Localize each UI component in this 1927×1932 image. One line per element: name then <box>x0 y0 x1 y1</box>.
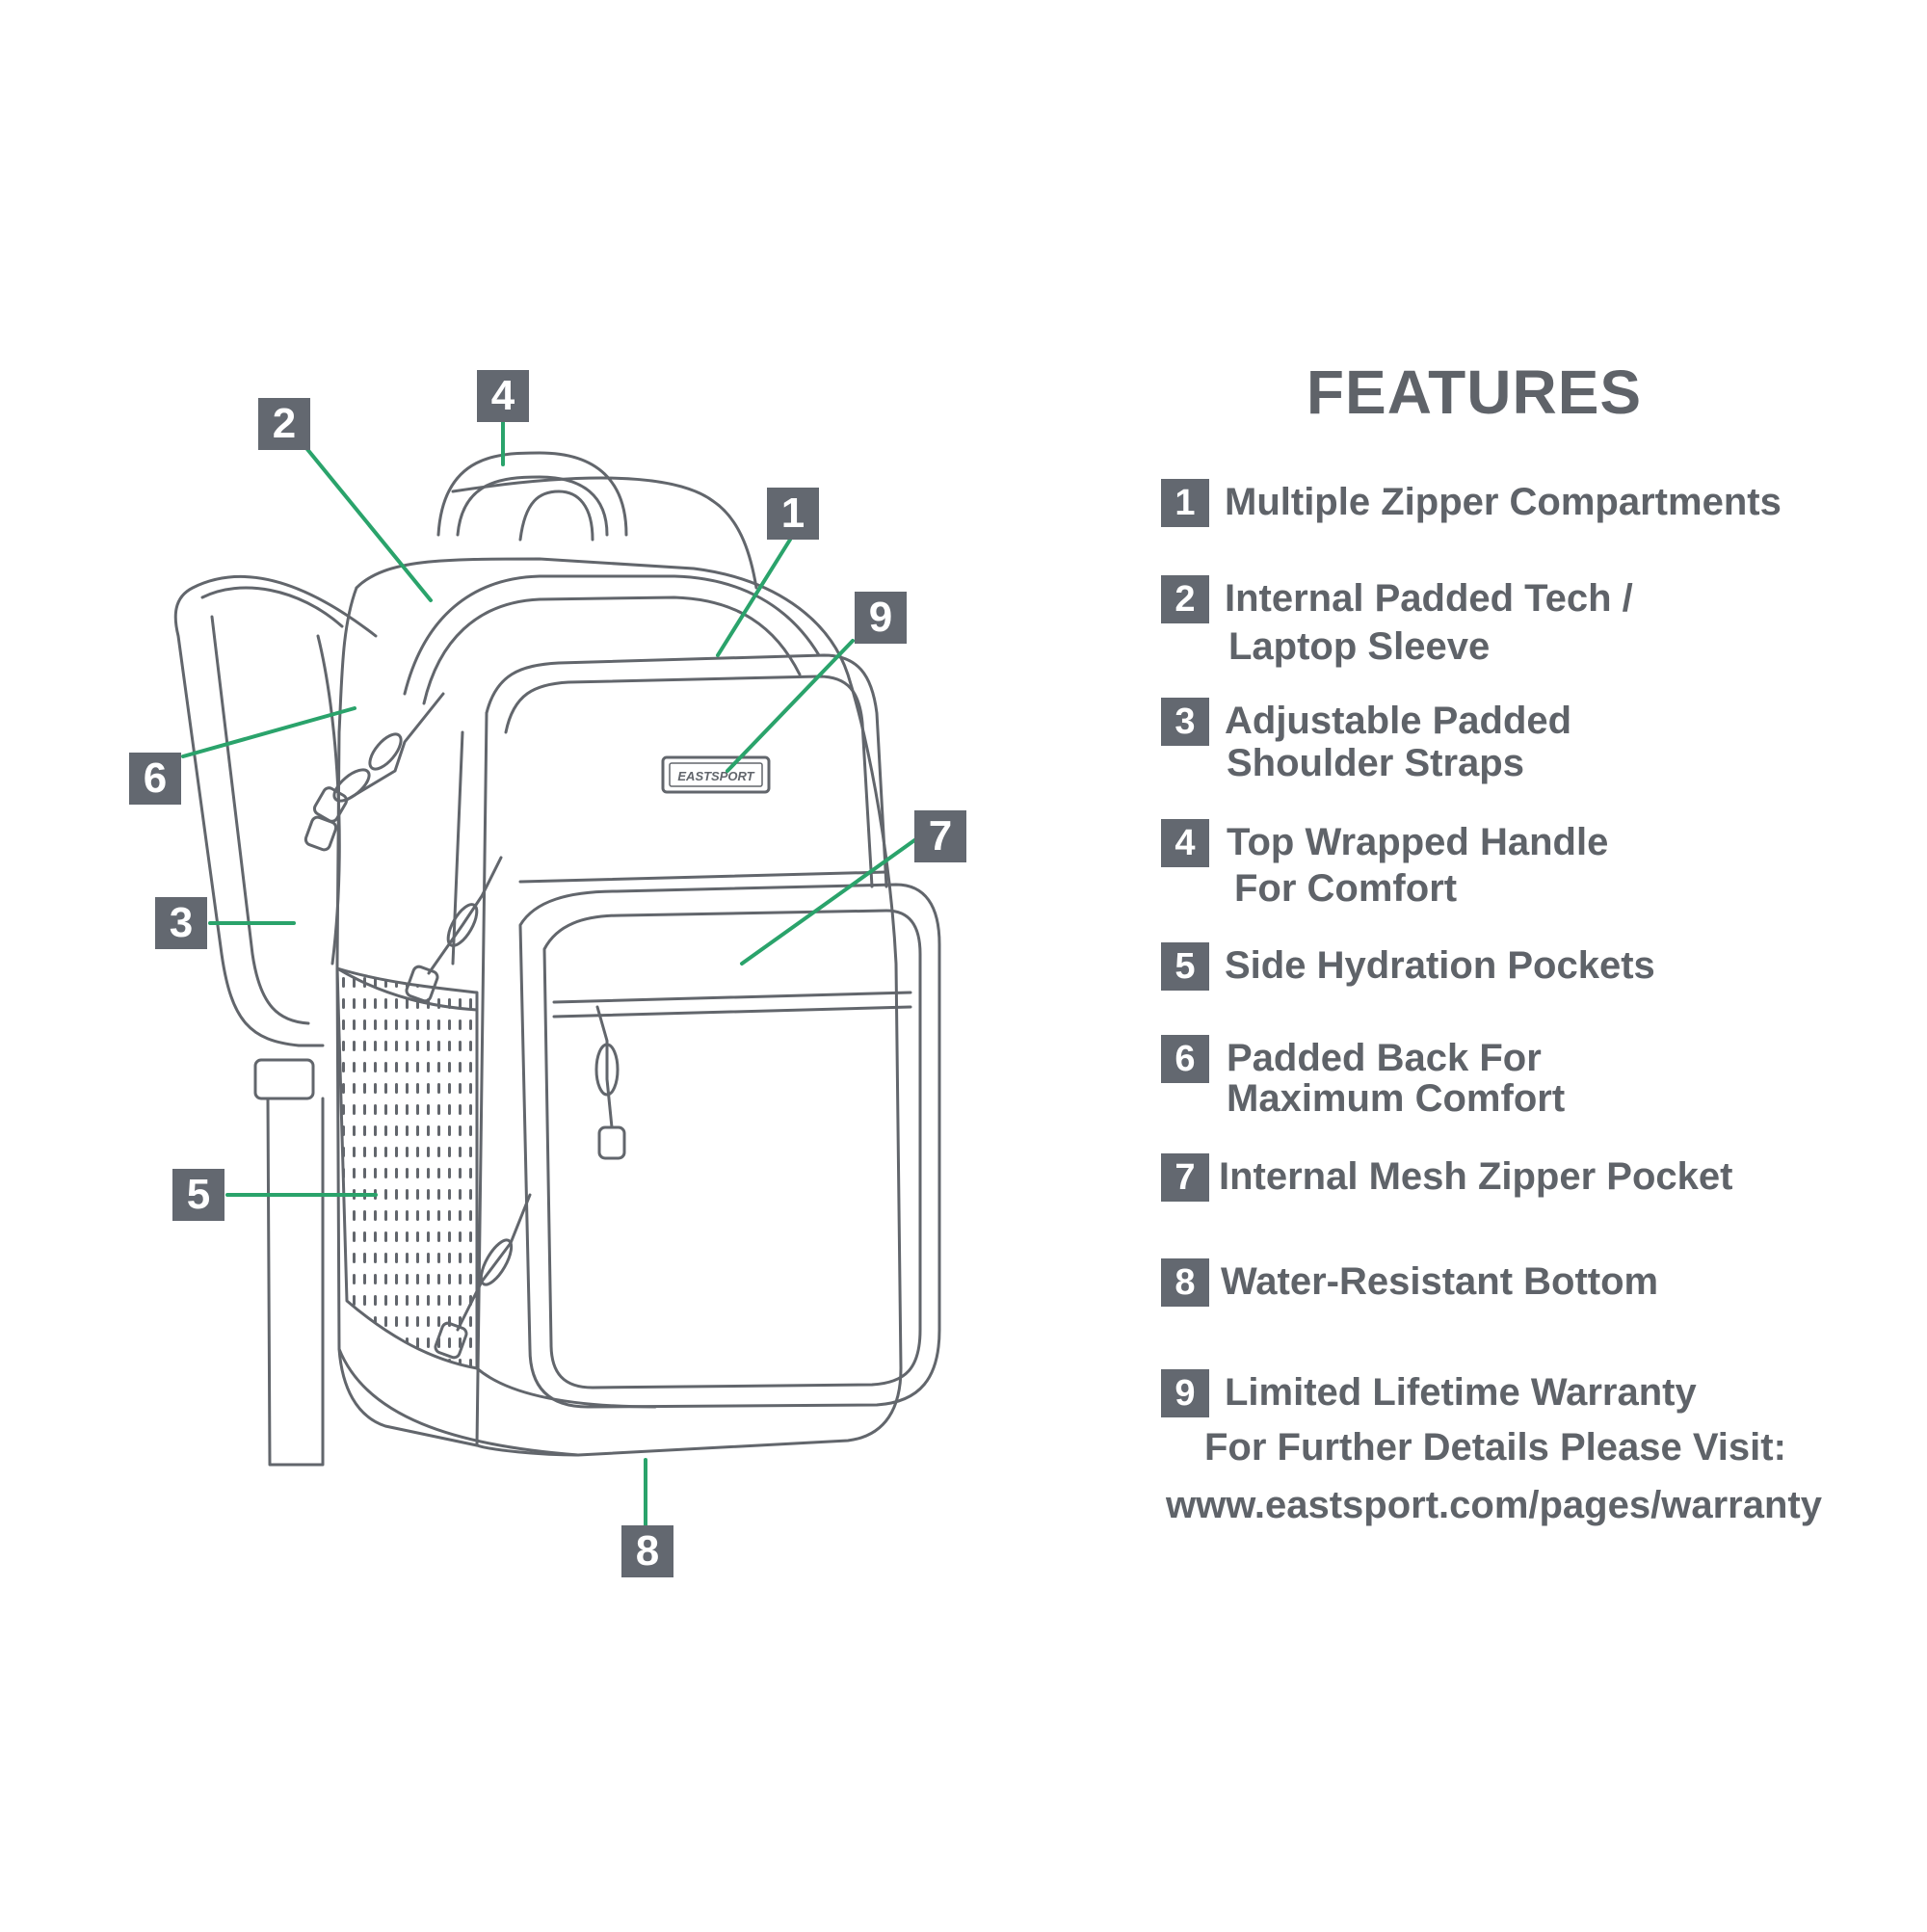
feature-text: Limited Lifetime Warranty <box>1225 1371 1697 1414</box>
feature-number: 8 <box>1161 1258 1209 1307</box>
feature-text: Internal Padded Tech / <box>1225 577 1633 620</box>
warranty-url[interactable]: www.eastsport.com/pages/warranty <box>1166 1484 1822 1526</box>
feature-text: Water-Resistant Bottom <box>1221 1260 1659 1303</box>
feature-text: Side Hydration Pockets <box>1225 944 1655 987</box>
feature-text: Adjustable Padded <box>1225 700 1572 742</box>
leader-lines <box>181 420 919 1529</box>
feature-text-line2: For Comfort <box>1234 867 1458 910</box>
feature-number: 4 <box>1161 819 1209 867</box>
callout-9: 9 <box>855 592 907 644</box>
leader-line-2 <box>304 446 433 602</box>
backpack-diagram: EASTSPORT 1 2 3 4 5 6 7 8 9 <box>129 370 966 1577</box>
leader-line-6 <box>181 706 356 758</box>
back-panel <box>451 476 758 590</box>
feature-number: 5 <box>1161 942 1209 991</box>
callout-3: 3 <box>155 897 207 949</box>
callout-2: 2 <box>258 398 310 450</box>
zipper-pulls <box>304 692 626 1360</box>
brand-patch: EASTSPORT <box>661 755 771 794</box>
leader-line-1 <box>716 538 792 657</box>
brand-label: EASTSPORT <box>677 769 754 783</box>
feature-number: 7 <box>1161 1153 1209 1202</box>
callout-8: 8 <box>621 1525 673 1577</box>
feature-number: 2 <box>1161 575 1209 623</box>
feature-text: Top Wrapped Handle <box>1227 821 1609 863</box>
leader-line-7 <box>740 836 919 966</box>
feature-text-line2: Maximum Comfort <box>1227 1077 1566 1120</box>
warranty-note: For Further Details Please Visit: <box>1204 1426 1786 1469</box>
feature-text-line2: Shoulder Straps <box>1227 742 1524 784</box>
callout-6: 6 <box>129 753 181 805</box>
feature-number: 3 <box>1161 698 1209 746</box>
feature-number: 1 <box>1161 479 1209 527</box>
shoulder-strap <box>173 575 378 1467</box>
leader-line-9 <box>726 639 855 773</box>
callout-4: 4 <box>477 370 529 422</box>
backpack-body <box>335 557 941 1457</box>
feature-text: Multiple Zipper Compartments <box>1225 481 1782 523</box>
backpack-illustration: EASTSPORT <box>173 420 941 1529</box>
top-handle <box>436 451 628 542</box>
side-mesh-pocket <box>335 966 479 1370</box>
feature-number: 6 <box>1161 1035 1209 1083</box>
feature-text: Padded Back For <box>1227 1037 1542 1079</box>
feature-number: 9 <box>1161 1369 1209 1417</box>
features-title: FEATURES <box>1306 357 1643 427</box>
feature-text: Internal Mesh Zipper Pocket <box>1219 1155 1733 1198</box>
feature-text-line2: Laptop Sleeve <box>1228 625 1491 668</box>
callout-1: 1 <box>767 488 819 540</box>
callout-5: 5 <box>172 1169 224 1221</box>
callout-7: 7 <box>914 810 966 862</box>
